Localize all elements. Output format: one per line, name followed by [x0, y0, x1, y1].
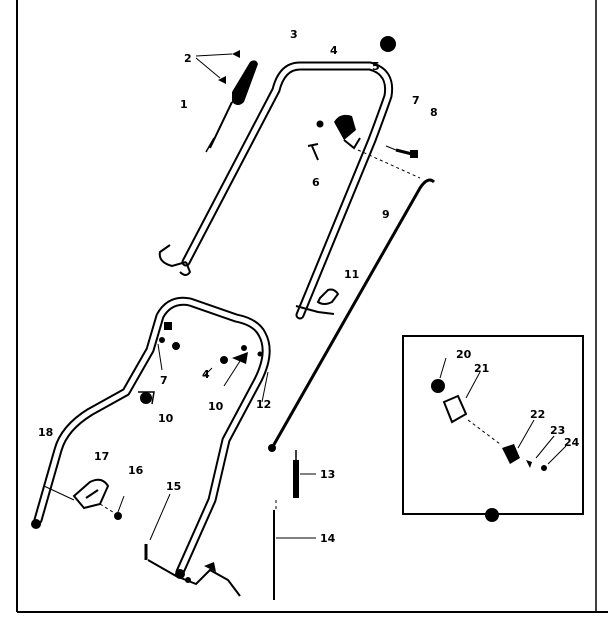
callout-labels: 1 2 3 4 5 6 7 8 9 11 7 4 10 10 12 13 14 … — [38, 28, 580, 545]
callout-9: 9 — [382, 208, 390, 221]
callout-24: 24 — [564, 436, 580, 449]
callout-2: 2 — [184, 52, 192, 65]
callout-5: 5 — [372, 60, 380, 73]
part-14-rod — [273, 510, 316, 600]
callout-20: 20 — [456, 348, 472, 361]
callout-11: 11 — [344, 268, 359, 281]
callout-8: 8 — [430, 106, 438, 119]
callout-10-right: 10 — [208, 400, 224, 413]
callout-1: 1 — [180, 98, 188, 111]
lower-handle-hardware — [157, 322, 269, 403]
inset-detail-box — [402, 335, 584, 522]
upper-handle — [158, 61, 394, 320]
callout-6: 6 — [312, 176, 320, 189]
callout-7-upper: 7 — [412, 94, 420, 107]
callout-3: 3 — [290, 28, 298, 41]
part-15-clip — [144, 493, 241, 597]
page-border — [16, 0, 608, 613]
callout-10-left: 10 — [158, 412, 174, 425]
part-10-knob — [138, 391, 155, 405]
callout-22: 22 — [530, 408, 545, 421]
callout-17: 17 — [94, 450, 109, 463]
part-1-control-lever — [205, 60, 258, 153]
callout-13: 13 — [320, 468, 335, 481]
part-9-cable — [268, 178, 436, 452]
part-13-spring — [293, 450, 316, 498]
callout-4-upper: 4 — [330, 44, 338, 57]
callout-14: 14 — [320, 532, 336, 545]
callout-15: 15 — [166, 480, 181, 493]
part-8-bolt — [385, 145, 418, 158]
part-5-knob — [316, 36, 396, 150]
callout-18: 18 — [38, 426, 53, 439]
callout-7-lower: 7 — [160, 374, 168, 387]
lower-handle — [31, 296, 271, 579]
callout-4-lower: 4 — [202, 368, 210, 381]
callout-16: 16 — [128, 464, 144, 477]
callout-23: 23 — [550, 424, 565, 437]
callout-21: 21 — [474, 362, 489, 375]
part-11-clip — [295, 288, 340, 315]
part-17-bracket — [43, 478, 125, 520]
part-6-bolt — [307, 143, 319, 161]
callout-12: 12 — [256, 398, 271, 411]
reference-leader-lines — [275, 149, 421, 512]
part-2-screws — [195, 50, 240, 84]
